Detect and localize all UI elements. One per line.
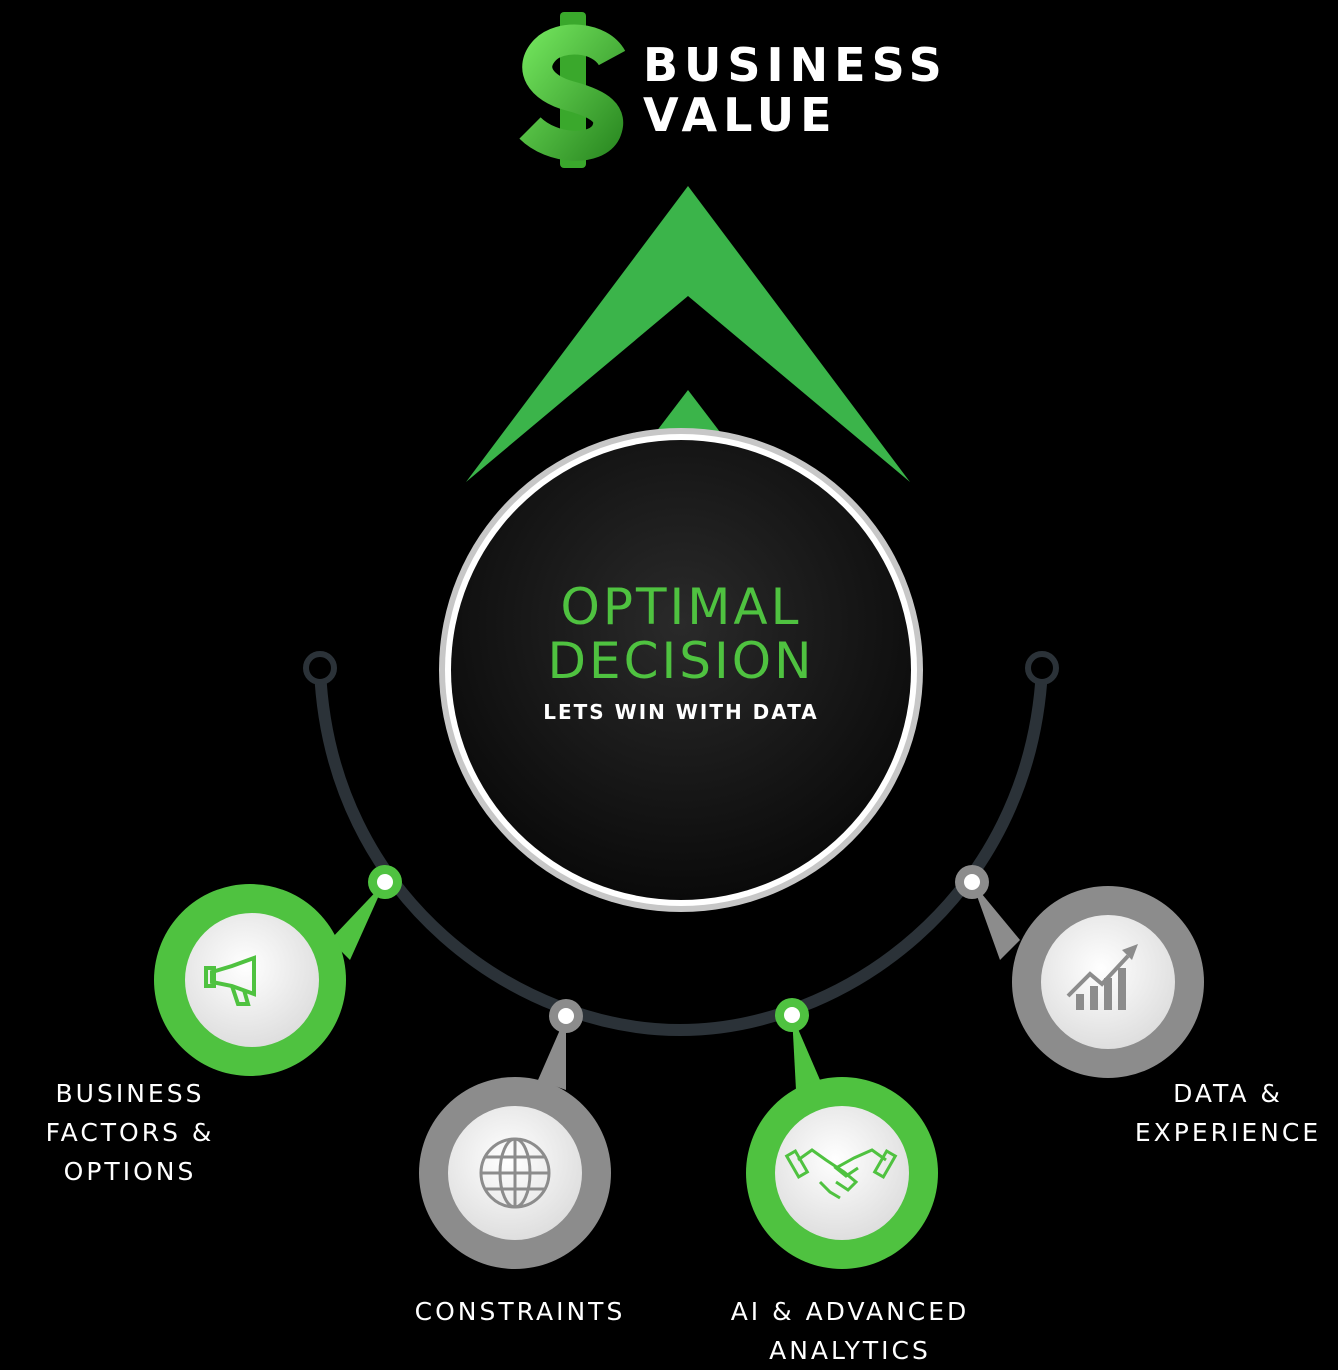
center-title-line2: DECISION: [547, 632, 815, 690]
label-line: BUSINESS: [55, 1079, 205, 1108]
up-arrow: [466, 186, 910, 482]
label-line: OPTIONS: [63, 1157, 197, 1186]
center-subtitle: LETS WIN WITH DATA: [543, 700, 819, 724]
label-line: AI & ADVANCED: [730, 1297, 970, 1326]
growth-chart-icon: [1066, 944, 1138, 1010]
megaphone-icon: [204, 955, 256, 1006]
label-line: EXPERIENCE: [1134, 1118, 1322, 1147]
arc-endpoint-left: [303, 651, 337, 685]
arc-endpoint-right: [1025, 651, 1059, 685]
label-line: ANALYTICS: [769, 1336, 931, 1365]
brand-title-line2: VALUE: [643, 88, 838, 142]
label-constraints: CONSTRAINTS: [390, 1292, 650, 1331]
label-data-experience: DATA & EXPERIENCE: [1118, 1074, 1338, 1152]
node-ai-analytics: [746, 998, 938, 1269]
connector-arc: [314, 669, 1048, 1037]
center-title: OPTIMAL DECISION: [440, 580, 922, 688]
globe-icon: [479, 1137, 551, 1209]
label-business-factors: BUSINESS FACTORS & OPTIONS: [10, 1074, 250, 1191]
label-line: DATA &: [1173, 1079, 1283, 1108]
center-title-line1: OPTIMAL: [560, 578, 802, 636]
center-text: OPTIMAL DECISION LETS WIN WITH DATA: [440, 580, 922, 724]
label-line: CONSTRAINTS: [414, 1297, 626, 1326]
brand-title: BUSINESS VALUE: [643, 40, 948, 140]
node-data-experience: [955, 865, 1204, 1078]
brand-title-line1: BUSINESS: [643, 38, 948, 92]
handshake-icon: [784, 1148, 898, 1200]
node-business-factors: [154, 865, 402, 1076]
node-constraints: [419, 999, 611, 1269]
label-line: FACTORS &: [45, 1118, 215, 1147]
label-ai-analytics: AI & ADVANCED ANALYTICS: [700, 1292, 1000, 1370]
center-circle: [439, 428, 923, 912]
dollar-sign-icon: [519, 12, 626, 168]
